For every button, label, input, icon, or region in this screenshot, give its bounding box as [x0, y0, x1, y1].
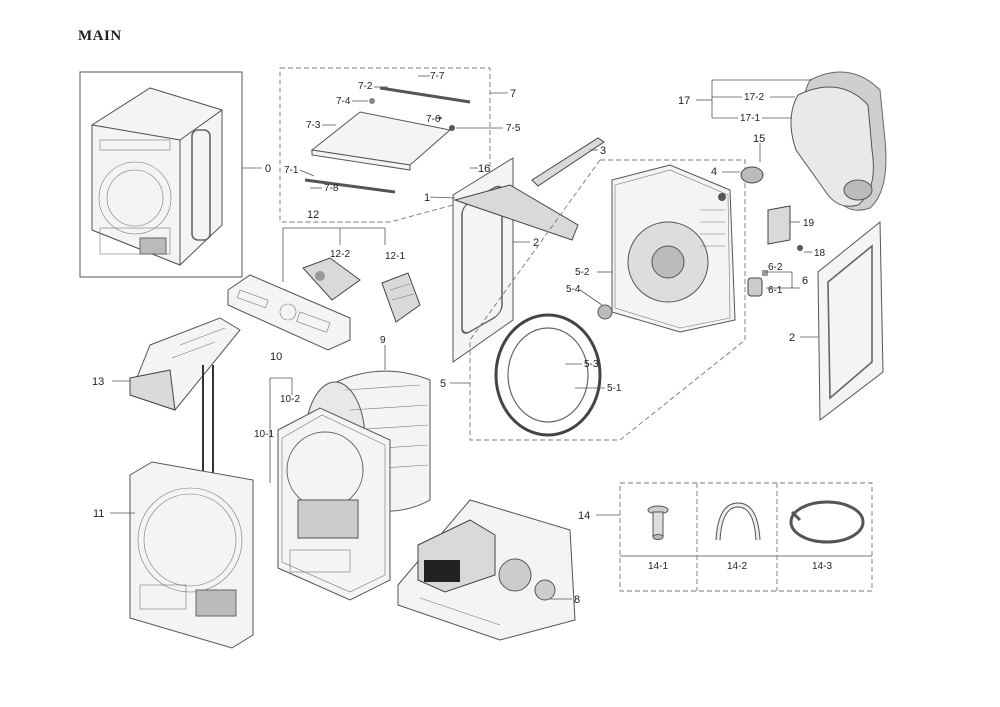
callout-12-1: 12-1	[385, 251, 405, 262]
part-14-2-hose-guide	[715, 502, 761, 541]
callout-17-1: 17-1	[740, 113, 760, 124]
group-5-outline	[469, 159, 746, 441]
part-10-front-frame	[277, 407, 391, 601]
part-1-top-rail	[453, 184, 579, 241]
callout-7-5: 7-5	[506, 123, 521, 134]
group-7-outline	[279, 67, 491, 223]
part-14-3-drain-hose	[789, 500, 865, 544]
callout-7-4: 7-4	[336, 96, 351, 107]
callout-18: 18	[814, 248, 826, 259]
part-3-rail	[531, 137, 605, 187]
part-12-1-pcb	[381, 272, 421, 323]
part-12-control-panel	[227, 274, 351, 351]
callout-10-1: 10-1	[254, 429, 274, 440]
part-5-2-rear-frame	[611, 164, 736, 333]
callout-0: 0	[265, 163, 271, 175]
part-13-water-tank	[129, 317, 241, 411]
callout-7: 7	[510, 88, 516, 100]
part-8-base-heat-pump	[397, 499, 576, 641]
part-6-sensor	[747, 270, 768, 297]
callout-6-1: 6-1	[768, 285, 783, 296]
callout-17-2: 17-2	[744, 92, 764, 103]
callout-14: 14	[578, 510, 590, 522]
callout-13: 13	[92, 376, 104, 388]
callout-3: 3	[600, 145, 606, 157]
callout-10: 10	[270, 351, 282, 363]
callout-9: 9	[380, 335, 386, 346]
part-11-front-panel	[129, 461, 254, 649]
callout-19: 19	[803, 218, 815, 229]
callout-14-3: 14-3	[812, 561, 832, 572]
part-4-cap	[718, 166, 764, 201]
callout-1: 1	[424, 192, 430, 204]
callout-7-1: 7-1	[284, 165, 299, 176]
callout-6-2: 6-2	[768, 262, 783, 273]
callout-5-1: 5-1	[607, 383, 622, 394]
callout-7-2: 7-2	[358, 81, 373, 92]
part-0-assembled-dryer	[79, 71, 243, 278]
callout-5: 5	[440, 378, 446, 390]
callout-6: 6	[802, 275, 808, 287]
callout-17: 17	[678, 95, 690, 107]
callout-12: 12	[307, 209, 319, 221]
callout-7-7: 7-7	[430, 71, 445, 82]
page-title: MAIN	[78, 28, 122, 44]
callout-5-3: 5-3	[584, 359, 599, 370]
part-5-4-bearing	[597, 304, 613, 320]
part-19-bracket	[767, 205, 791, 245]
part-2-right-side-panel	[817, 220, 884, 421]
part-7-top-assembly	[304, 86, 471, 194]
callout-16: 16	[478, 163, 490, 175]
callout-15: 15	[753, 133, 765, 145]
part-18-screw	[797, 245, 803, 251]
callout-8: 8	[574, 594, 580, 606]
callout-5-4: 5-4	[566, 284, 581, 295]
callout-2-right: 2	[789, 332, 795, 344]
callout-4: 4	[711, 166, 717, 178]
part-12-2-pcb	[302, 257, 361, 301]
callout-7-6: 7-6	[426, 114, 441, 125]
callout-11: 11	[93, 508, 104, 520]
callout-7-3: 7-3	[306, 120, 321, 131]
part-14-accessory-table: 14-1 14-2 14-3	[619, 482, 873, 592]
part-14-1-hose-nozzle	[647, 505, 669, 540]
callout-7-8: 7-8	[324, 183, 339, 194]
callout-14-1: 14-1	[648, 561, 668, 572]
part-17-rear-duct	[790, 71, 887, 211]
callout-10-2: 10-2	[280, 394, 300, 405]
callout-2-left: 2	[533, 237, 539, 249]
callout-14-2: 14-2	[727, 561, 747, 572]
callout-12-2: 12-2	[330, 249, 350, 260]
part-5-1-door-seal	[494, 313, 602, 437]
callout-5-2: 5-2	[575, 267, 590, 278]
